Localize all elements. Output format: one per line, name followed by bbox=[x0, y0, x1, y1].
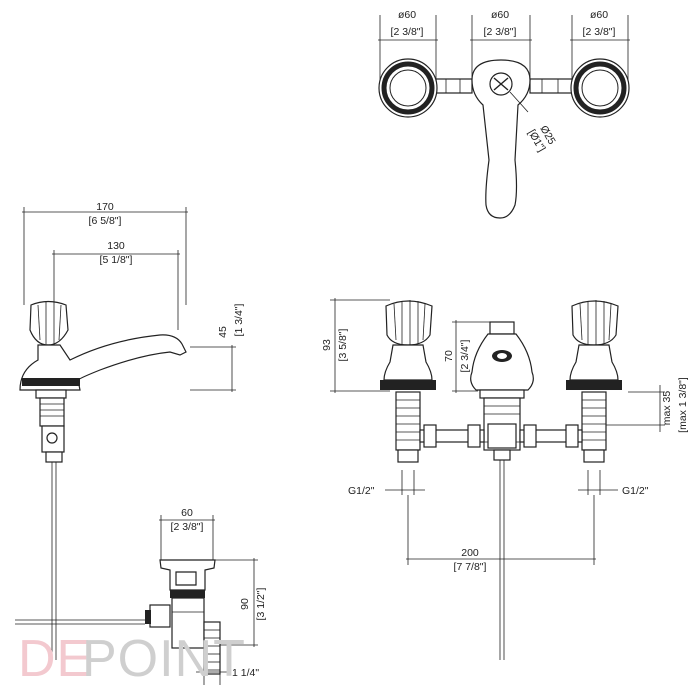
top-right-diameter-inch: [2 3/8"] bbox=[583, 26, 616, 38]
front-height-handle: 93 bbox=[321, 339, 333, 351]
logo-de-text: DE bbox=[18, 630, 92, 688]
front-thread-left: G1/2" bbox=[348, 485, 375, 497]
front-height-handle-inch: [3 5/8"] bbox=[337, 328, 349, 361]
front-left-handle bbox=[380, 300, 436, 463]
front-right-handle bbox=[566, 300, 622, 463]
top-left-diameter-inch: [2 3/8"] bbox=[391, 26, 424, 38]
side-length-total: 170 bbox=[96, 201, 114, 213]
drain-height-inch: [3 1/2"] bbox=[255, 587, 267, 620]
logo-point-text: POINT bbox=[82, 630, 246, 688]
front-spout bbox=[470, 321, 534, 660]
front-spacing: 200 bbox=[461, 547, 479, 559]
front-height-spout-inch: [2 3/4"] bbox=[459, 339, 471, 372]
drain-height: 90 bbox=[239, 598, 251, 610]
side-height-spout: 45 bbox=[217, 326, 229, 338]
front-view: 93 [3 5/8"] 70 [2 3/4"] max 35 [max 1 3/… bbox=[321, 298, 689, 660]
top-mid-diameter-inch: [2 3/8"] bbox=[484, 26, 517, 38]
front-max-thickness: max 35 bbox=[661, 391, 673, 426]
front-max-thickness-inch: [max 1 3/8"] bbox=[677, 377, 689, 433]
front-thread-right: G1/2" bbox=[622, 485, 649, 497]
top-left-diameter: ø60 bbox=[398, 9, 416, 21]
side-height-spout-inch: [1 3/4"] bbox=[233, 303, 245, 336]
drain-width: 60 bbox=[181, 507, 193, 519]
side-length-reach-inch: [5 1/8"] bbox=[100, 254, 133, 266]
drain-width-inch: [2 3/8"] bbox=[171, 521, 204, 533]
side-length-total-inch: [6 5/8"] bbox=[89, 215, 122, 227]
top-spout bbox=[471, 59, 531, 219]
drain-thread: 1 1/4" bbox=[232, 667, 259, 679]
top-right-handle bbox=[570, 58, 630, 118]
top-left-handle bbox=[378, 58, 438, 118]
top-mid-diameter: ø60 bbox=[491, 9, 509, 21]
drain: 60 [2 3/8"] 90 [3 1/2"] 1 1/4" bbox=[15, 507, 267, 685]
top-view: ø60 [2 3/8"] ø60 [2 3/8"] ø60 [2 3/8"] bbox=[378, 9, 630, 219]
top-right-diameter: ø60 bbox=[590, 9, 608, 21]
side-length-reach: 130 bbox=[107, 240, 125, 252]
front-height-spout: 70 bbox=[443, 350, 455, 362]
brand-logo: DE POINT bbox=[18, 630, 246, 688]
side-view: 170 [6 5/8"] 130 [5 1/8"] 45 [1 3/4"] bbox=[19, 201, 245, 660]
front-spacing-inch: [7 7/8"] bbox=[454, 561, 487, 573]
